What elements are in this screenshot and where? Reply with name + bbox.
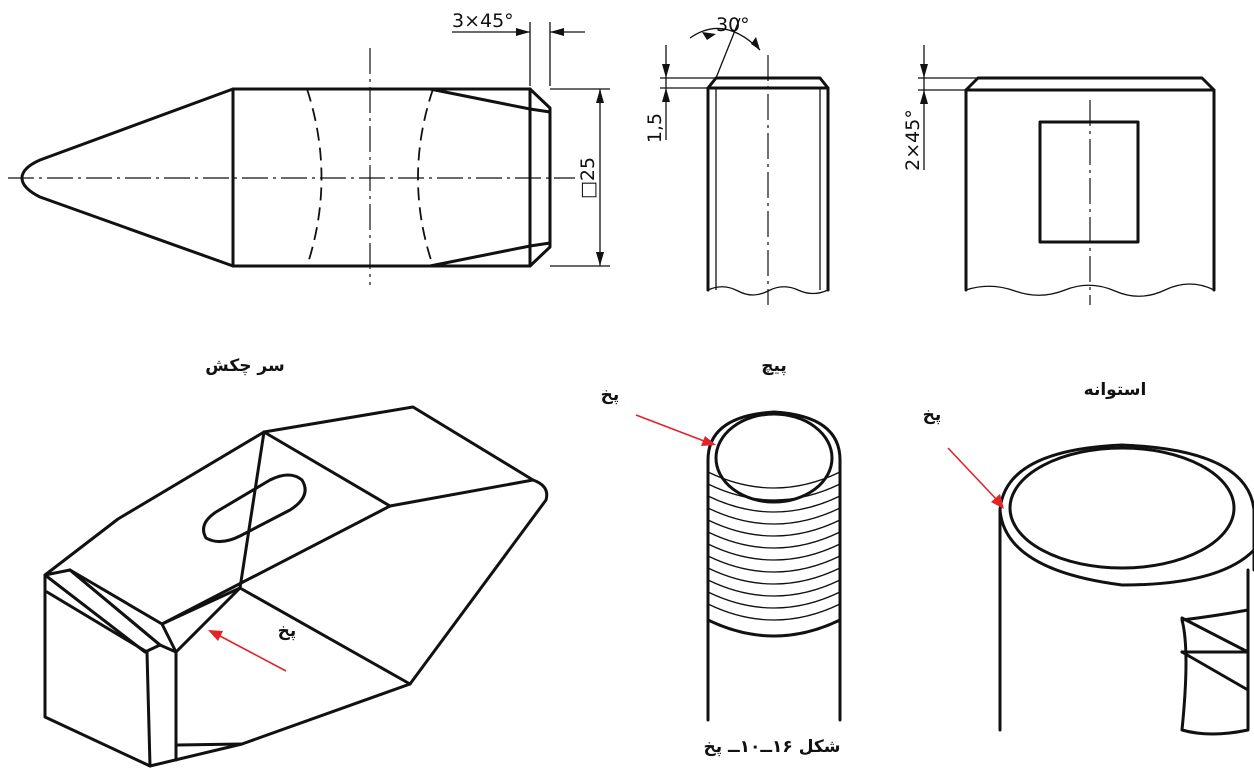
hammer-front-view	[8, 48, 575, 285]
cylinder-chamfer-label: 2×45°	[902, 109, 924, 171]
dimension-thread-depth: 1,5	[644, 45, 716, 143]
dimension-cylinder-chamfer: 2×45°	[902, 45, 978, 171]
chamfer-arrow-cylinder	[947, 447, 998, 501]
dimension-chamfer-head: 3×45°	[452, 10, 585, 86]
screw-front-view	[706, 55, 830, 305]
hammer-isometric-view	[43, 405, 549, 768]
chamfer-arrow-screw	[635, 414, 705, 442]
dimension-square: □25	[550, 88, 610, 267]
label-chamfer-cylinder: پخ	[923, 405, 942, 425]
cylinder-isometric-view	[998, 443, 1254, 736]
label-chamfer-screw: پخ	[601, 385, 620, 405]
label-chamfer-hammer: پخ	[278, 621, 297, 641]
label-screw: پیچ	[761, 356, 787, 376]
cylinder-front-view	[964, 76, 1216, 305]
label-cylinder: استوانه	[1084, 380, 1147, 400]
chamfer-arrow-hammer	[219, 635, 287, 672]
chamfer-head-label: 3×45°	[452, 10, 514, 32]
dimension-thread-angle: 30°	[689, 14, 761, 79]
square-dimension-label: □25	[577, 157, 599, 199]
label-hammer: سر چکش	[205, 356, 284, 376]
figure-caption: شکل ۱۶ــ۱۰ــ پخ	[703, 737, 840, 757]
screw-isometric-view	[706, 410, 842, 722]
thread-depth-label: 1,5	[644, 113, 666, 143]
thread-angle-label: 30°	[716, 14, 750, 36]
